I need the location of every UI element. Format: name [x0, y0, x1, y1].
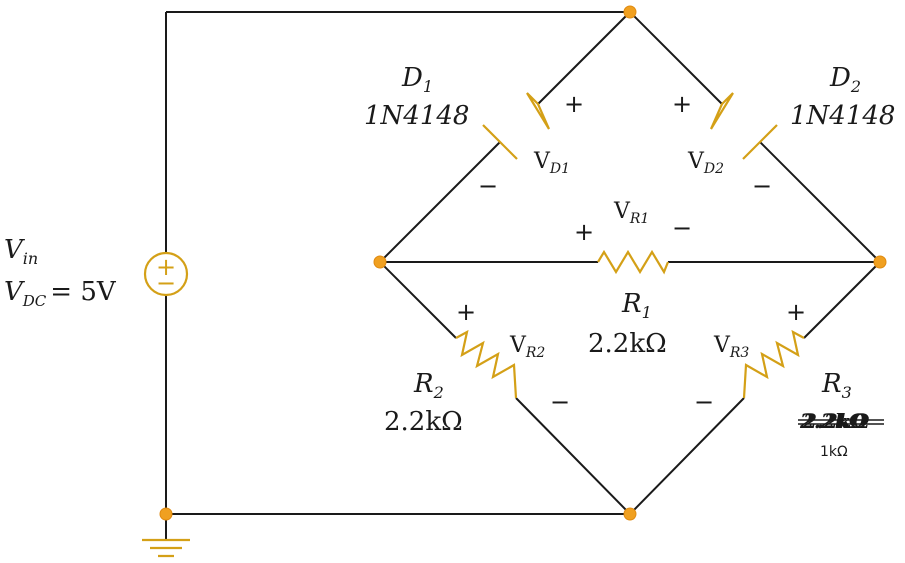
d1-plus-sign: + [564, 90, 584, 118]
wire-top-d2 [629, 11, 723, 105]
node-top [623, 5, 637, 19]
d2-plus-sign: + [672, 90, 692, 118]
resistor-r3 [742, 329, 805, 399]
ground-symbol [142, 538, 190, 558]
r1-plus-sign: + [574, 218, 594, 246]
r3-handwritten-value: 1kΩ [820, 444, 848, 460]
diode-d1 [482, 92, 551, 160]
d1-triangle [526, 92, 551, 130]
wire-r2-bottom [515, 397, 631, 515]
d2-minus-sign: − [752, 172, 772, 200]
r2-minus-sign: − [550, 388, 570, 416]
vr2-label: VR2 [509, 333, 545, 361]
source-minus: − [156, 269, 176, 297]
source-spec-label: VDC= 5V [4, 277, 117, 310]
d1-cathode-bar [482, 124, 518, 160]
r3-name-label: R3 [821, 369, 852, 402]
r3-old-value-overstrike: 2.2kΩ [802, 409, 870, 433]
r3-old-value: 2.2kΩ [799, 409, 867, 433]
d1-minus-sign: − [478, 172, 498, 200]
resistor-r1 [597, 249, 670, 275]
d2-triangle [709, 92, 734, 130]
resistor-r2 [455, 329, 518, 399]
r3-plus-sign: + [786, 298, 806, 326]
diode-d2 [709, 92, 778, 160]
node-ground [159, 507, 173, 521]
vd1-label: VD1 [533, 149, 570, 177]
r2-name-label: R2 [413, 369, 444, 402]
wire-r3-bottom [629, 397, 745, 515]
r2-plus-sign: + [456, 298, 476, 326]
d2-name-label: D2 [829, 63, 861, 96]
wire-right-r3 [803, 261, 881, 339]
r1-name-label: R1 [621, 289, 652, 322]
node-right [873, 255, 887, 269]
vr1-label: VR1 [613, 199, 649, 227]
r3-minus-sign: − [694, 388, 714, 416]
source-name-label: Vin [4, 235, 38, 268]
d2-part-label: 1N4148 [790, 101, 895, 131]
d1-name-label: D1 [401, 63, 433, 96]
source-circle [143, 251, 189, 297]
nodes [159, 5, 887, 521]
r3-value-scratched: 2.2kΩ 2.2kΩ [798, 409, 884, 433]
r1-minus-sign: − [672, 214, 692, 242]
wire-left-r2 [379, 261, 457, 339]
vd2-label: VD2 [687, 149, 724, 177]
wire-top-d1 [537, 11, 631, 105]
wire-d2-right [759, 141, 881, 263]
r2-value-label: 2.2kΩ [384, 407, 463, 437]
vr3-label: VR3 [713, 333, 749, 361]
node-left [373, 255, 387, 269]
wires [165, 11, 881, 540]
wire-d1-left [379, 141, 501, 263]
d1-part-label: 1N4148 [364, 101, 469, 131]
source-plus: + [156, 253, 176, 281]
d2-cathode-bar [742, 124, 778, 160]
dc-voltage-source: + − [143, 251, 189, 297]
node-bottom [623, 507, 637, 521]
r1-value-label: 2.2kΩ [588, 329, 667, 359]
